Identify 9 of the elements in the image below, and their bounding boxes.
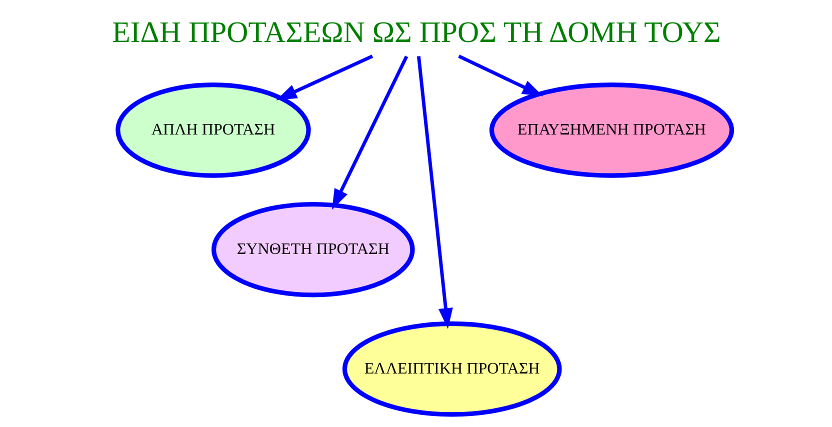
node-ellipse: ΑΠΛΗ ΠΡΟΤΑΣΗ [115,82,310,178]
node-text: ΕΙΔΗ ΠΡΟΤΑΣΕΩΝ ΩΣ ΠΡΟΣ ΤΗ ΔΟΜΗ ΤΟΥΣ [112,16,720,49]
arrow [276,54,373,100]
node-ellipse: ΕΛΛΕΙΠΤΙΚΗ ΠΡΟΤΑΣΗ [342,320,562,416]
node-ellipse: ΣΥΝΘΕΤΗ ΠΡΟΤΑΣΗ [211,201,414,297]
arrow [416,56,452,328]
node-ellipse: ΕΠΑΥΞΗΜΕΝΗ ΠΡΟΤΑΣΗ [488,82,734,178]
arrow [458,54,543,96]
arrow [331,55,408,210]
